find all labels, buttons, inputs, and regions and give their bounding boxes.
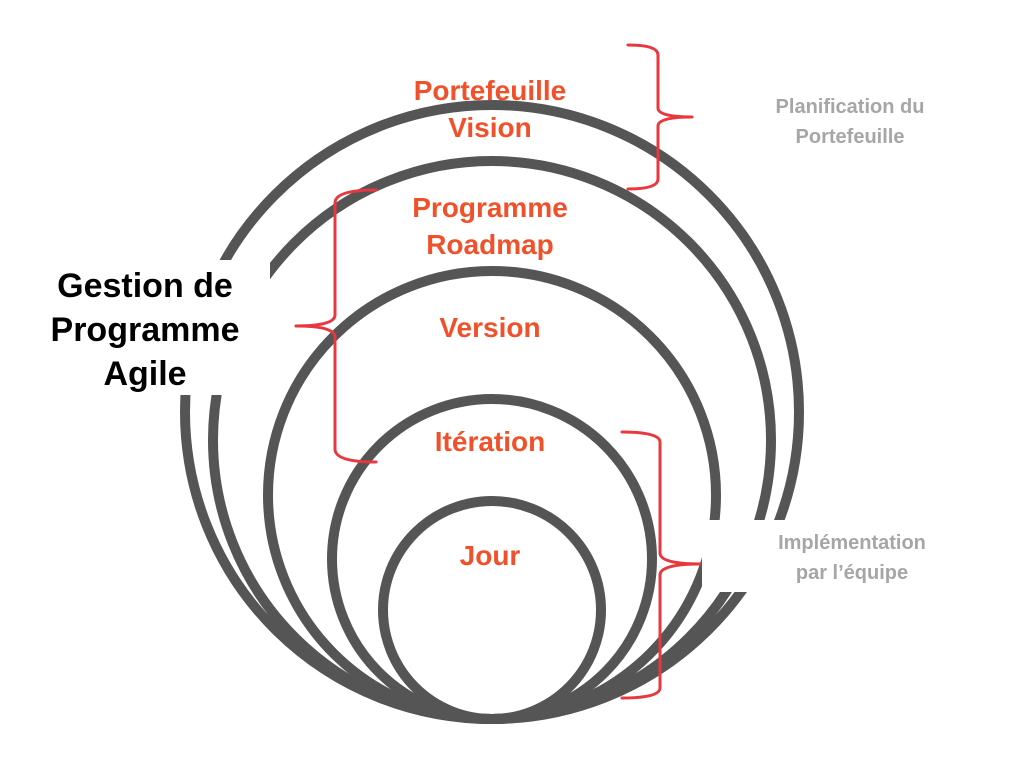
rings — [180, 100, 804, 724]
program-label-line1: Programme — [412, 192, 568, 223]
title-line3: Agile — [103, 355, 186, 393]
portfolio-label-line2: Vision — [448, 112, 532, 143]
implementation-label-panel — [702, 520, 1024, 592]
brackets — [294, 43, 702, 700]
title-line2: Programme — [51, 311, 240, 349]
planning-label-line2: Portefeuille — [796, 126, 905, 148]
implementation-label-line1: Implémentation — [778, 532, 926, 554]
bracket-team-implementation — [620, 430, 702, 700]
release-label: Version — [439, 312, 540, 343]
portfolio-label-line1: Portefeuille — [414, 75, 566, 106]
title-panel — [0, 260, 270, 395]
implementation-label-line2: par l’équipe — [796, 562, 908, 584]
iteration-label: Itération — [435, 426, 545, 457]
planning-label-panel — [698, 82, 1024, 154]
planning-label-line1: Planification du — [776, 96, 925, 118]
bracket-program-management — [294, 188, 378, 464]
day-label: Jour — [460, 540, 521, 571]
bracket-portfolio-planning — [626, 43, 694, 191]
title-line1: Gestion de — [57, 267, 233, 305]
ring-day — [378, 496, 606, 724]
program-label-line2: Roadmap — [426, 229, 554, 260]
